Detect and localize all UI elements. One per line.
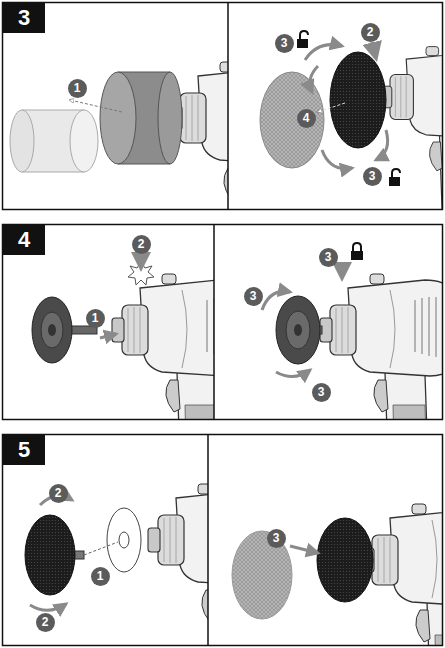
- callout-text: 1: [97, 570, 104, 582]
- callout-number: 2: [49, 484, 68, 503]
- step-number-box: 3: [3, 3, 45, 33]
- callout-text: 3: [325, 251, 332, 263]
- callout-number: 2: [36, 613, 55, 632]
- callout-text: 1: [74, 82, 81, 94]
- callout-text: 1: [92, 312, 99, 324]
- callout-number: 3: [312, 383, 331, 402]
- callout-text: 3: [250, 290, 257, 302]
- callout-number: 4: [297, 109, 316, 128]
- callout-number: 2: [132, 235, 151, 254]
- step-number: 3: [18, 7, 30, 29]
- panel-illustration: [260, 31, 442, 209]
- callout-number: 3: [267, 529, 286, 548]
- panel-illustration: [262, 243, 442, 419]
- panel-illustration: [25, 484, 208, 645]
- callout-text: 3: [318, 386, 325, 398]
- callout-text: 3: [281, 37, 288, 49]
- step-number-box: 5: [3, 435, 45, 465]
- callout-text: 2: [138, 238, 145, 250]
- callout-number: 3: [275, 34, 294, 53]
- callout-number: 1: [91, 567, 110, 586]
- callout-number: 2: [361, 23, 380, 42]
- callout-number: 1: [68, 79, 87, 98]
- step-number: 4: [18, 229, 30, 251]
- callout-number: 1: [86, 309, 105, 328]
- callout-text: 2: [42, 616, 49, 628]
- panel-illustration: [32, 256, 214, 419]
- step-number: 5: [18, 439, 30, 461]
- panel-frame: [3, 3, 443, 646]
- callout-text: 3: [369, 170, 376, 182]
- callout-text: 3: [273, 532, 280, 544]
- callout-number: 3: [319, 248, 338, 267]
- panel-illustration: [10, 62, 228, 209]
- callout-number: 3: [363, 167, 382, 186]
- callout-number: 3: [244, 287, 263, 306]
- callout-text: 2: [55, 487, 62, 499]
- panel-illustration: [232, 504, 442, 645]
- callout-text: 4: [303, 112, 310, 124]
- callout-text: 2: [367, 26, 374, 38]
- step-number-box: 4: [3, 225, 45, 255]
